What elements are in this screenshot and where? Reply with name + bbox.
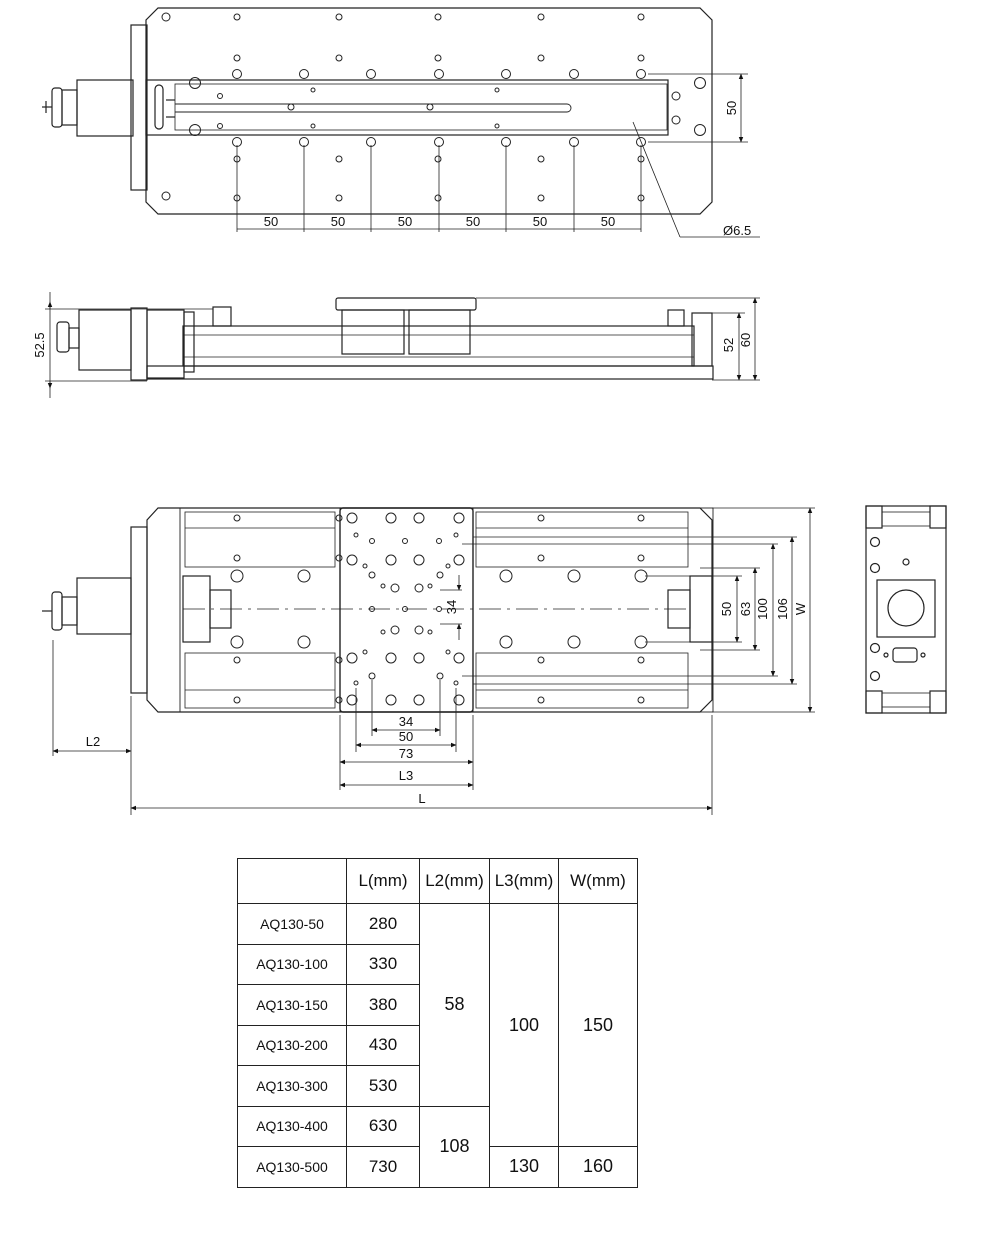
l-cell: 530: [346, 1065, 420, 1107]
carriage-view: [42, 507, 714, 713]
table-row: AQ130-500 730 130 160: [237, 1146, 638, 1188]
pitch-label: 50: [466, 214, 480, 229]
w-cell: 150: [558, 903, 638, 1147]
top-view: [42, 7, 760, 238]
l-cell: 730: [346, 1146, 420, 1188]
carriage-view-dims: [52, 507, 815, 815]
model-cell: AQ130-500: [237, 1146, 347, 1188]
header-model: [237, 858, 347, 904]
model-cell: AQ130-50: [237, 903, 347, 945]
l-cell: 380: [346, 984, 420, 1026]
dim-60: 60: [738, 333, 753, 347]
l-cell: 280: [346, 903, 420, 945]
table-row: AQ130-300 530: [237, 1065, 638, 1107]
end-view: [865, 505, 947, 714]
carriage-view-holes: [230, 512, 648, 706]
dim-100-vertical: 100: [755, 598, 770, 620]
dim-34-vertical: 34: [444, 600, 459, 614]
l-cell: 630: [346, 1105, 420, 1147]
dim-50-vertical: 50: [719, 602, 734, 616]
dim-l2: L2: [86, 734, 100, 749]
top-view-holes: [161, 12, 706, 202]
technical-drawing: 50 50 50 50 50 50 50 Ø6.5: [32, 7, 947, 815]
dim-73-horizontal: 73: [399, 746, 413, 761]
hole-label: Ø6.5: [723, 223, 751, 238]
table-row: AQ130-100 330: [237, 943, 638, 985]
dim-52: 52: [721, 338, 736, 352]
header-l2: L2(mm): [419, 858, 490, 904]
table-header-row: L(mm) L2(mm) L3(mm) W(mm): [237, 858, 638, 904]
dim-106-vertical: 106: [775, 598, 790, 620]
l-cell: 430: [346, 1024, 420, 1066]
pitch-label: 50: [533, 214, 547, 229]
model-cell: AQ130-300: [237, 1065, 347, 1107]
l2-cell: 58: [419, 903, 490, 1107]
side-view: [45, 292, 760, 398]
dim-l3: L3: [399, 768, 413, 783]
model-cell: AQ130-100: [237, 943, 347, 985]
dim-l: L: [418, 791, 425, 806]
dim-63-vertical: 63: [738, 602, 753, 616]
pitch-label: 50: [264, 214, 278, 229]
l3-cell: 100: [489, 903, 559, 1147]
l2-cell: 108: [419, 1105, 490, 1188]
dim-52-5: 52.5: [32, 332, 47, 357]
l3-cell: 130: [489, 1146, 559, 1188]
height-label: 50: [724, 101, 739, 115]
pitch-label: 50: [331, 214, 345, 229]
dim-50-horizontal: 50: [399, 729, 413, 744]
w-cell: 160: [558, 1146, 638, 1188]
model-cell: AQ130-150: [237, 984, 347, 1026]
pitch-label: 50: [601, 214, 615, 229]
carriage-view-labels: 34 50 63 100 106 W 34 50 73 L3 L2 L: [86, 598, 808, 806]
l-cell: 330: [346, 943, 420, 985]
header-l: L(mm): [346, 858, 420, 904]
spec-table: L(mm) L2(mm) L3(mm) W(mm) AQ130-50 280 5…: [237, 858, 638, 1188]
dim-w-vertical: W: [793, 602, 808, 615]
model-cell: AQ130-200: [237, 1024, 347, 1066]
pitch-label: 50: [398, 214, 412, 229]
header-l3: L3(mm): [489, 858, 559, 904]
header-w: W(mm): [558, 858, 638, 904]
top-view-labels: 50 50 50 50 50 50 50 Ø6.5: [264, 101, 751, 238]
side-view-labels: 52.5 52 60: [32, 332, 753, 357]
table-row: AQ130-400 630 108: [237, 1105, 638, 1188]
dim-34-horizontal: 34: [399, 714, 413, 729]
table-row: AQ130-50 280 58 100 150: [237, 903, 638, 1147]
model-cell: AQ130-400: [237, 1105, 347, 1147]
